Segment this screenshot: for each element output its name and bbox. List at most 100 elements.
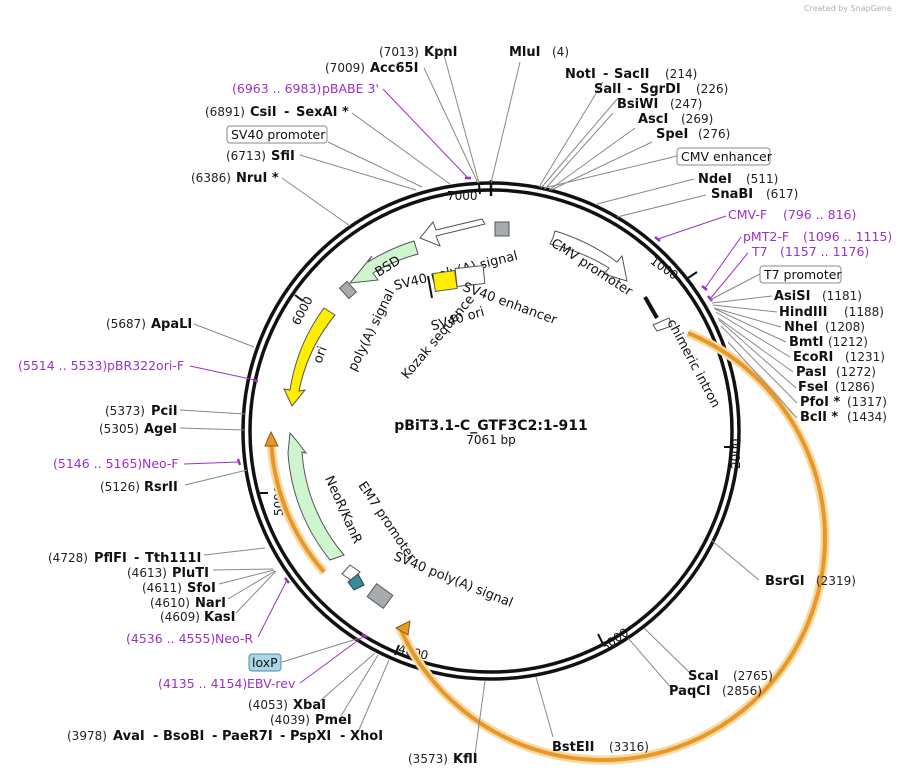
lead-kfli: [474, 680, 486, 755]
enzyme-agei-pos: (5305): [99, 422, 139, 436]
enzyme-sexai-name: SexAI *: [296, 105, 349, 120]
lead-scai: [643, 627, 691, 674]
enzyme-acc65i-pos: (7009): [325, 61, 365, 75]
t7-promoter-box: [759, 265, 842, 284]
enzyme-pspxi-name: PspXI: [290, 729, 331, 744]
em7-promoter-label: EM7 promoter: [354, 479, 418, 564]
lead-agei: [179, 427, 245, 431]
lead-apali: [193, 323, 255, 348]
enzyme-pluti-name: PluTI: [172, 566, 209, 581]
primer-t7-name: T7: [751, 244, 768, 259]
enzyme-bsobi-name: BsoBI: [163, 729, 204, 744]
neor-kanr-arrow: [287, 431, 345, 561]
enzyme-fsei-name: FseI: [798, 380, 828, 395]
insert-arc-arrowhead: [394, 620, 411, 636]
enzyme-ecori-name: EcoRI: [793, 350, 833, 365]
enzyme-ndei-pos: (511): [746, 172, 778, 186]
tick-6000-label: 6000: [289, 294, 316, 328]
enzyme-bcli-pos: (1434): [847, 410, 887, 424]
lead-asisi: [711, 295, 773, 304]
enzyme-ndei-name: NdeI: [698, 172, 732, 187]
plead-neo-f: [183, 461, 240, 465]
enzyme-avai-sep1: -: [153, 729, 158, 744]
tick-1000-mark: [687, 271, 698, 279]
enzyme-asci-name: AscI: [638, 112, 668, 127]
primer-ebv-rev-range: (4135 .. 4154): [158, 676, 247, 691]
lead-hindiii: [712, 304, 778, 313]
lead-sali: [540, 97, 619, 189]
sv40-promoter-box: [226, 125, 328, 144]
lead-kasi: [235, 570, 277, 614]
primer-pbabe3-range: (6963 .. 6983): [232, 81, 321, 96]
enzyme-scai-name: ScaI: [688, 669, 719, 684]
enzyme-xbai-name: XbaI: [293, 698, 326, 713]
primer-mark-cmv-f: [654, 236, 661, 242]
primer-neo-r-range: (4536 .. 4555): [126, 631, 215, 646]
tick-4000-mark: [394, 644, 400, 656]
enzyme-bsiwi-name: BsiWI: [617, 97, 658, 112]
enzyme-bsiwi-pos: (247): [670, 97, 702, 111]
enzyme-avai-name: AvaI: [113, 729, 145, 744]
kozak-mark: [427, 275, 433, 299]
primer-pmt2-f-range: (1096 .. 1115): [803, 229, 892, 244]
tick-7000-label: 7000: [447, 189, 478, 203]
enzyme-bsrgi-pos: (2319): [816, 574, 856, 588]
enzyme-ecori-pos: (1231): [845, 350, 885, 364]
lead-snabi: [616, 194, 707, 218]
polya-block: [338, 280, 358, 300]
enzyme-tth111i-name: Tth111I: [145, 551, 201, 566]
lead-bsteii: [535, 676, 554, 738]
enzyme-pfoi-name: PfoI *: [800, 395, 840, 410]
chimeric-intron-arrow: [652, 317, 673, 332]
enzyme-sgrdi-name: SgrDI: [640, 82, 681, 97]
enzyme-noti-name: NotI: [565, 67, 596, 82]
enzyme-sacii-name: SacII: [614, 67, 650, 82]
enzyme-kfli-pos: (3573): [408, 752, 448, 766]
lead-rsrii: [184, 469, 248, 486]
tick-3000-mark: [597, 633, 604, 645]
primer-ebv-rev-name: EBV-rev: [247, 676, 296, 691]
lead-sfii: [299, 154, 417, 191]
primer-mark-pmt2-f: [701, 285, 708, 291]
enzyme-snabi-name: SnaBI: [711, 187, 753, 202]
enzyme-bcli-name: BclI *: [800, 410, 838, 425]
cmv-enhancer-box: [676, 147, 771, 166]
enzyme-sali-pos: (226): [696, 82, 728, 96]
enzyme-avai-pos: (3978): [67, 729, 107, 743]
enzyme-xbai-pos: (4053): [248, 698, 288, 712]
insert-arc: [394, 328, 830, 765]
enzyme-paqci-pos: (2856): [722, 684, 762, 698]
lead-pluti: [212, 568, 274, 571]
lead-pfoi: [720, 325, 798, 404]
enzyme-bmti-pos: (1212): [828, 335, 868, 349]
lead-mlui: [490, 61, 521, 184]
lead-loxp: [281, 637, 361, 663]
insert-arc-body: [398, 331, 827, 763]
enzyme-bsteii-pos: (3316): [609, 740, 649, 754]
sv40-ori-block: [432, 269, 458, 293]
enzyme-avai-sep2: -: [212, 729, 217, 744]
sv40-polya-bottom-label: SV40 poly(A) signal: [391, 549, 514, 610]
lead-kpni: [443, 54, 480, 184]
primer-cmv-f-range: (796 .. 816): [783, 207, 856, 222]
sv40-enhancer-block: [454, 265, 486, 287]
enzyme-sfoi-pos: (4611): [142, 581, 182, 595]
enzyme-pcii-pos: (5373): [105, 404, 145, 418]
plasmid-name: pBiT3.1-C_GTF3C2:1-911: [394, 418, 587, 434]
plead-neo-r: [257, 579, 288, 638]
lead-pmei: [340, 654, 379, 717]
enzyme-pflfi-sep: -: [134, 551, 139, 566]
enzyme-kasi-name: KasI: [204, 610, 235, 625]
enzyme-csii-name: CsiI: [250, 105, 277, 120]
enzyme-mlui-name: MluI: [509, 45, 540, 60]
enzyme-pcii-name: PciI: [151, 404, 178, 419]
chimeric-intron-bar: [643, 296, 659, 319]
lead-noti: [538, 81, 604, 188]
lead-nrui: [281, 177, 351, 227]
lead-fsei: [718, 319, 797, 389]
enzyme-sali-name: SalI: [594, 82, 621, 97]
enzyme-sfii-name: SfiI: [271, 149, 295, 164]
bsd-arrow: [348, 240, 419, 284]
lead-bsrgi: [710, 539, 760, 581]
